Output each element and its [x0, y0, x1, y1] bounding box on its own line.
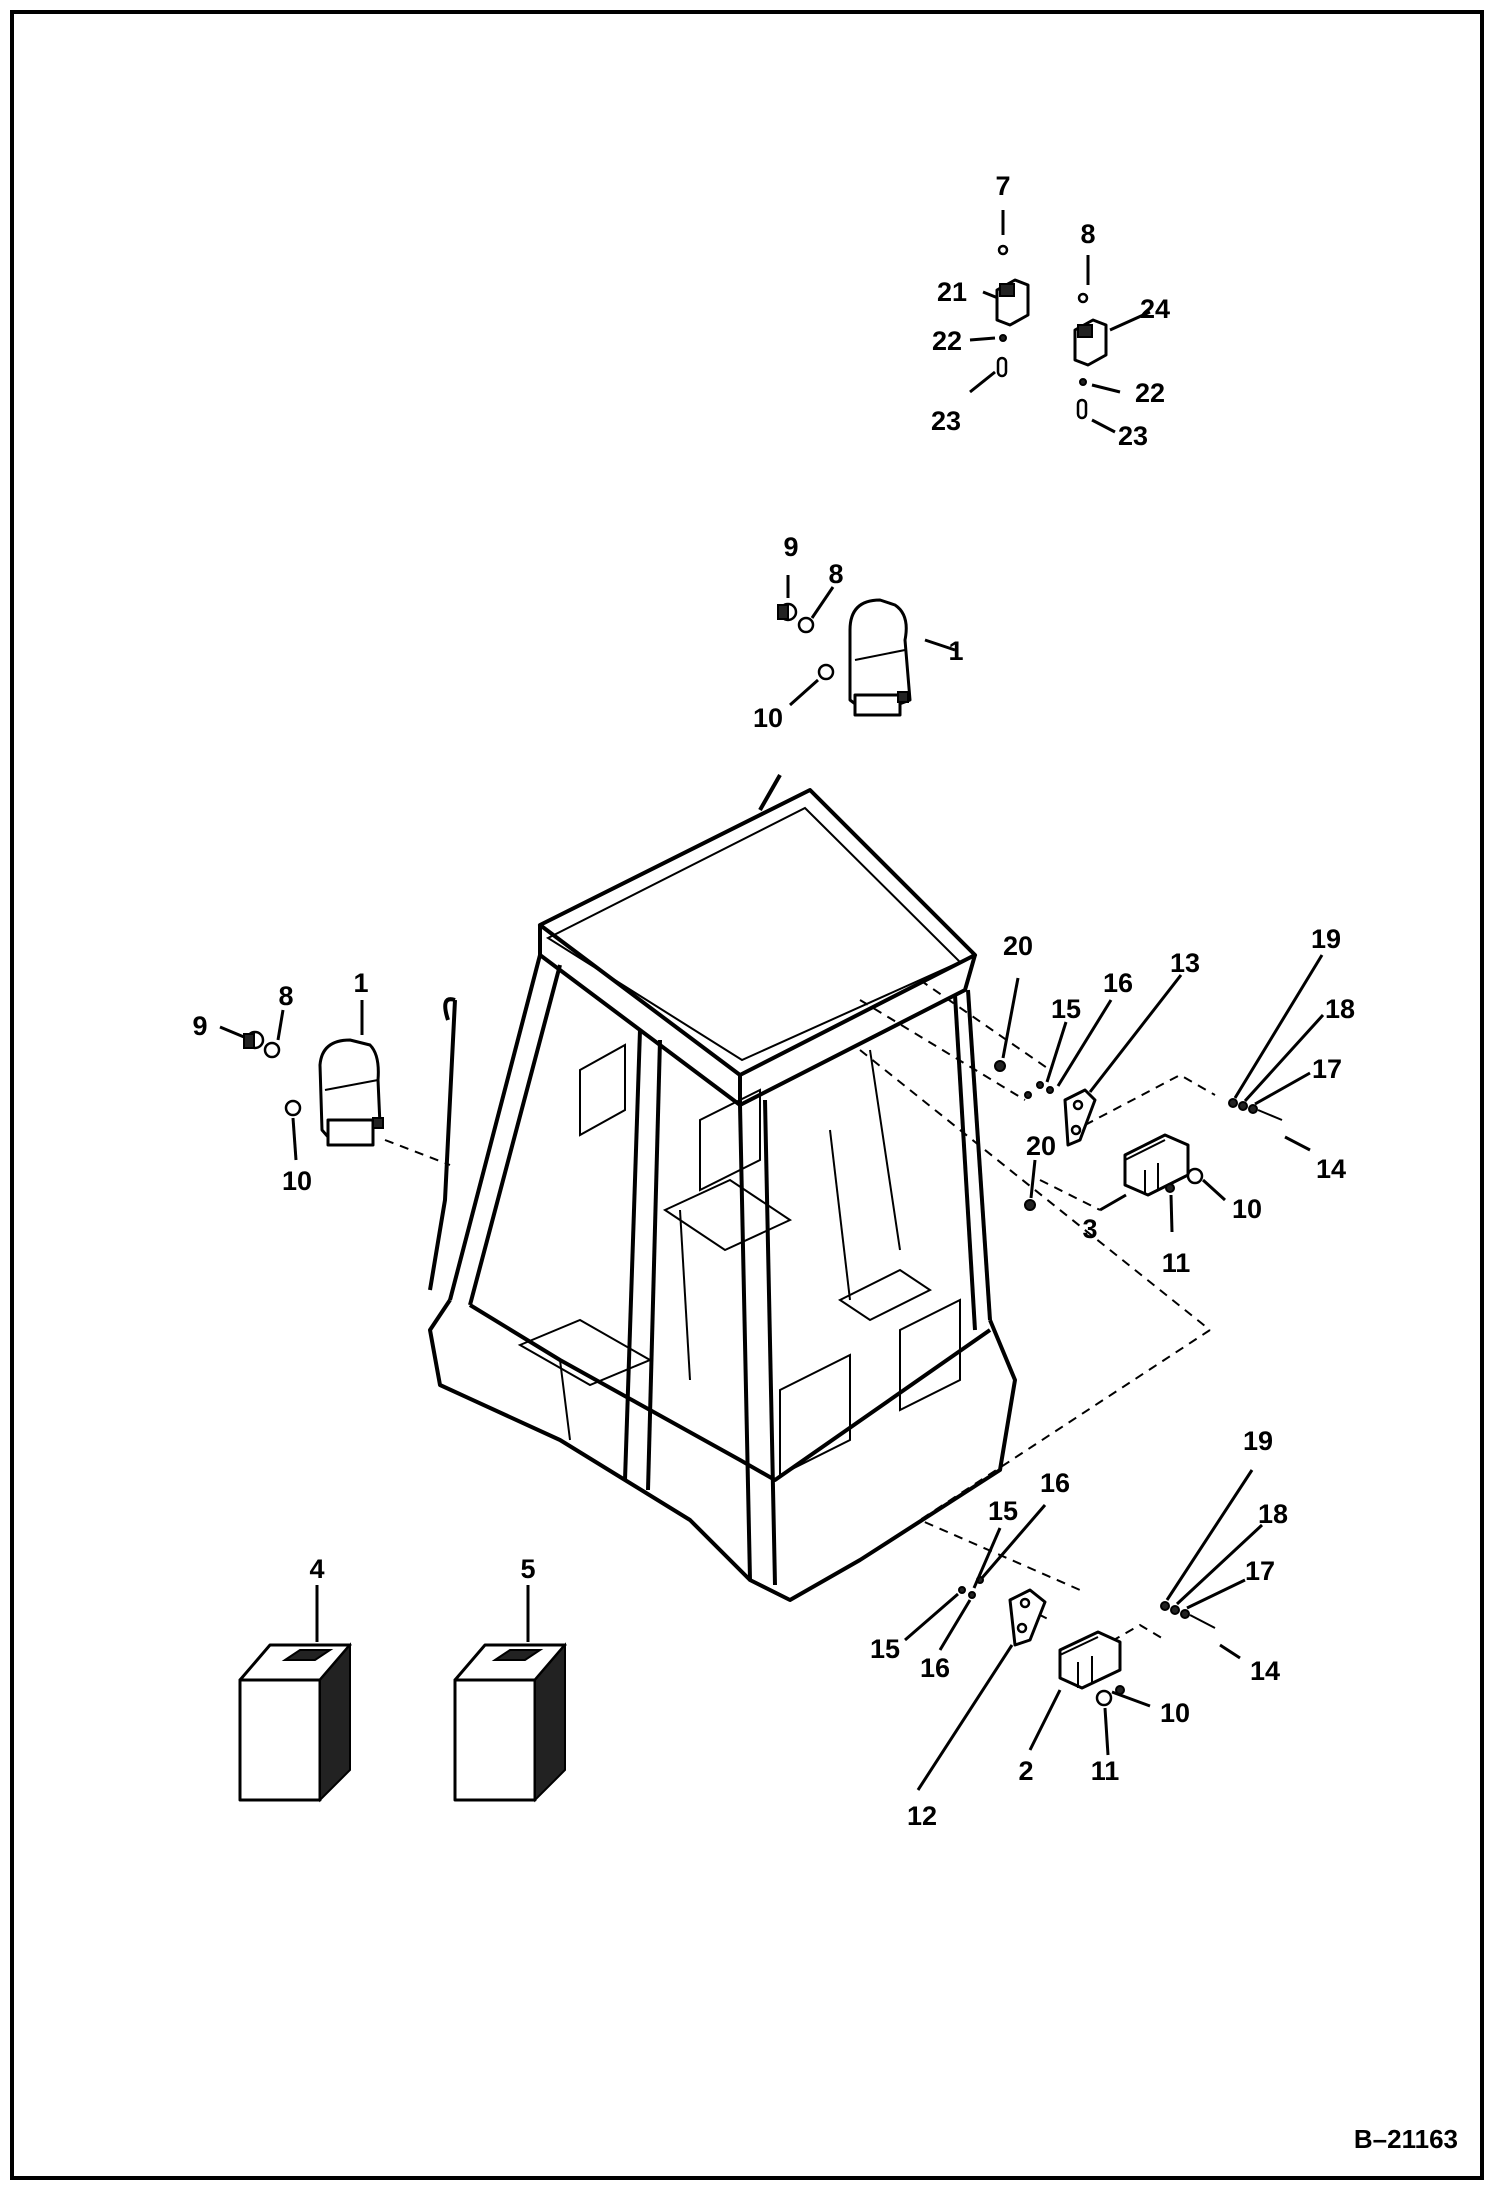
callout-21: 21 [937, 277, 967, 307]
callout-12: 12 [907, 1801, 937, 1831]
callout-15-c: 15 [870, 1634, 900, 1664]
switch-24 [1073, 292, 1108, 420]
callout-7: 8 [1080, 219, 1095, 249]
tail-light-2 [1058, 1630, 1125, 1707]
manual-box-4 [238, 1642, 352, 1803]
callout-5: 5 [520, 1554, 535, 1584]
callout-22-b: 22 [1135, 378, 1165, 408]
callout-16-c: 16 [920, 1653, 950, 1683]
callout-10-a: 10 [753, 703, 783, 733]
callout-15-a: 15 [1051, 994, 1081, 1024]
hardware-17-19-lower [1160, 1601, 1216, 1629]
assembly-dashed-lines [384, 979, 1216, 1666]
callout-16-a: 16 [1103, 968, 1133, 998]
hardware-15-16-lower [958, 1576, 984, 1599]
callout-10-c: 10 [1232, 1194, 1262, 1224]
document-id: B–21163 [1354, 2124, 1458, 2154]
work-light-left-hardware [243, 1030, 302, 1117]
callout-11-b: 11 [1091, 1756, 1120, 1786]
drawing-border [10, 10, 1484, 2180]
callout-18-a: 18 [1325, 994, 1355, 1024]
callout-8-b: 8 [278, 981, 293, 1011]
switch-21 [995, 244, 1030, 378]
tail-light-3 [1123, 1133, 1204, 1197]
callout-10-b: 10 [282, 1166, 312, 1196]
callout-1-b: 1 [353, 968, 368, 998]
hardware-17-19-right [1228, 1098, 1283, 1121]
callout-4: 4 [309, 1554, 324, 1584]
callout-19-a: 19 [1311, 924, 1341, 954]
bracket-13 [1063, 1088, 1097, 1147]
callout-6: 7 [995, 171, 1010, 201]
callout-17-b: 17 [1245, 1556, 1275, 1586]
callout-23-a: 23 [931, 406, 961, 436]
callout-3: 3 [1082, 1214, 1097, 1244]
work-light-upper [848, 598, 912, 717]
bracket-12 [1008, 1588, 1047, 1647]
work-light-left [318, 1038, 384, 1147]
hardware-15-16-right [1024, 1081, 1054, 1099]
callout-14-a: 14 [1316, 1154, 1346, 1184]
callout-2: 2 [1018, 1756, 1033, 1786]
callout-15-b: 15 [988, 1496, 1018, 1526]
leader-lines [219, 210, 1325, 1791]
callout-16-b: 16 [1040, 1468, 1070, 1498]
callout-17-a: 17 [1312, 1054, 1342, 1084]
callout-labels: 7 8 21 24 22 22 23 23 9 8 1 10 9 8 1 10 … [192, 171, 1458, 2154]
callout-22-a: 22 [932, 326, 962, 356]
callout-20-b: 20 [1026, 1131, 1056, 1161]
cab-assembly [428, 774, 1017, 1602]
callout-9-b: 9 [192, 1011, 207, 1041]
callout-1-a: 1 [948, 636, 963, 666]
callout-20-a: 20 [1003, 931, 1033, 961]
callout-14-b: 14 [1250, 1656, 1280, 1686]
work-light-upper-hardware [777, 602, 835, 681]
callout-23-b: 23 [1118, 421, 1148, 451]
grommet-20 [994, 1060, 1036, 1211]
callout-18-b: 18 [1258, 1499, 1288, 1529]
callout-10-d: 10 [1160, 1698, 1190, 1728]
callout-13: 13 [1170, 948, 1200, 978]
callout-19-b: 19 [1243, 1426, 1273, 1456]
callout-8-a: 8 [828, 559, 843, 589]
manual-box-5 [453, 1642, 567, 1803]
callout-9-a: 9 [783, 532, 798, 562]
callout-24: 24 [1140, 294, 1170, 324]
callout-11-a: 11 [1162, 1248, 1191, 1278]
